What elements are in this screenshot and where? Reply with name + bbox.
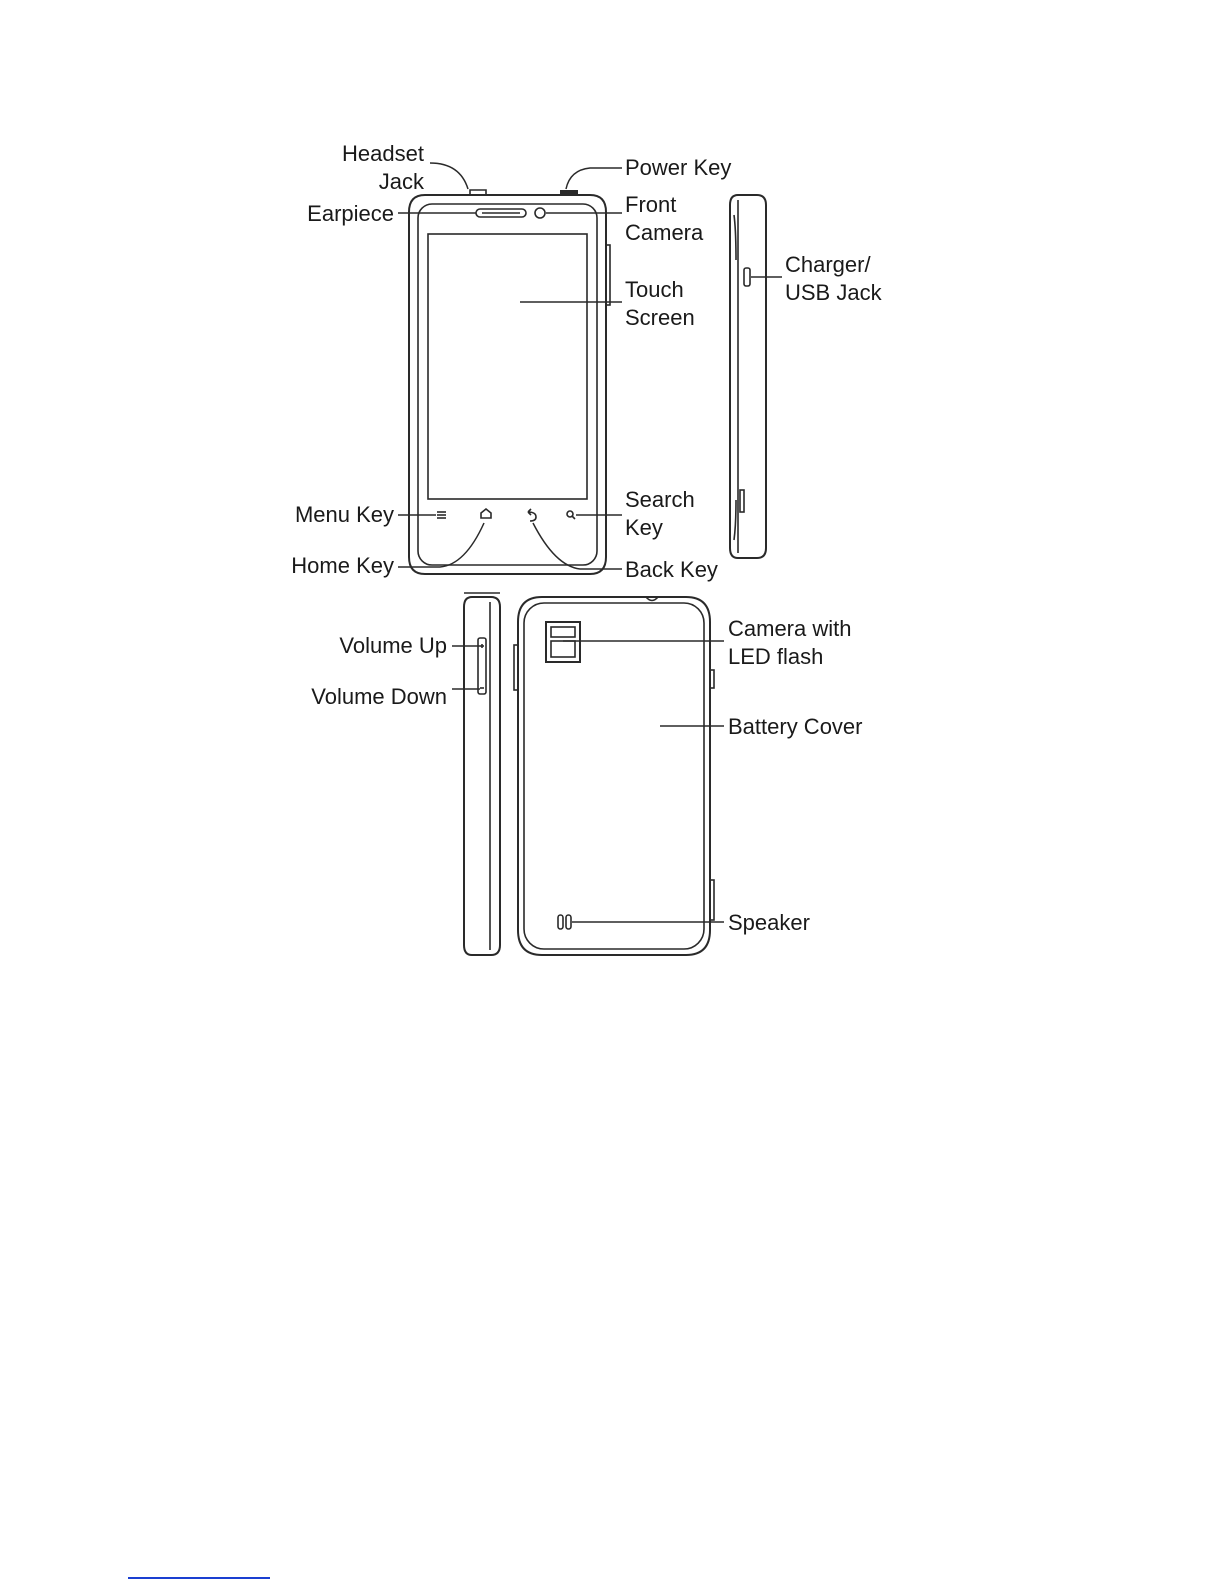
power-key-button [560, 190, 578, 195]
label-battery-cover: Battery Cover [728, 714, 863, 739]
leader-headset-jack [430, 163, 468, 189]
label-charger-usb-1: Charger/ [785, 252, 871, 277]
label-touch-screen-1: Touch [625, 277, 684, 302]
label-earpiece: Earpiece [307, 201, 394, 226]
leader-power-key [566, 168, 622, 189]
phone-front-view [409, 190, 610, 574]
label-front-camera-1: Front [625, 192, 676, 217]
label-home-key: Home Key [291, 553, 394, 578]
label-headset-jack-2: Jack [379, 169, 425, 194]
label-search-key-1: Search [625, 487, 695, 512]
label-front-camera-2: Camera [625, 220, 704, 245]
label-search-key-2: Key [625, 515, 663, 540]
footer-link-underline[interactable] [128, 1577, 270, 1579]
label-touch-screen-2: Screen [625, 305, 695, 330]
label-headset-jack-1: Headset [342, 141, 424, 166]
phone-back-view [514, 597, 714, 955]
label-camera-led-2: LED flash [728, 644, 823, 669]
phone-left-side-view [464, 593, 500, 955]
label-back-key: Back Key [625, 557, 718, 582]
label-volume-down: Volume Down [311, 684, 447, 709]
label-speaker: Speaker [728, 910, 810, 935]
label-menu-key: Menu Key [295, 502, 394, 527]
label-camera-led-1: Camera with [728, 616, 851, 641]
label-charger-usb-2: USB Jack [785, 280, 883, 305]
label-power-key: Power Key [625, 155, 731, 180]
phone-right-side-view [730, 195, 766, 558]
label-volume-up: Volume Up [339, 633, 447, 658]
